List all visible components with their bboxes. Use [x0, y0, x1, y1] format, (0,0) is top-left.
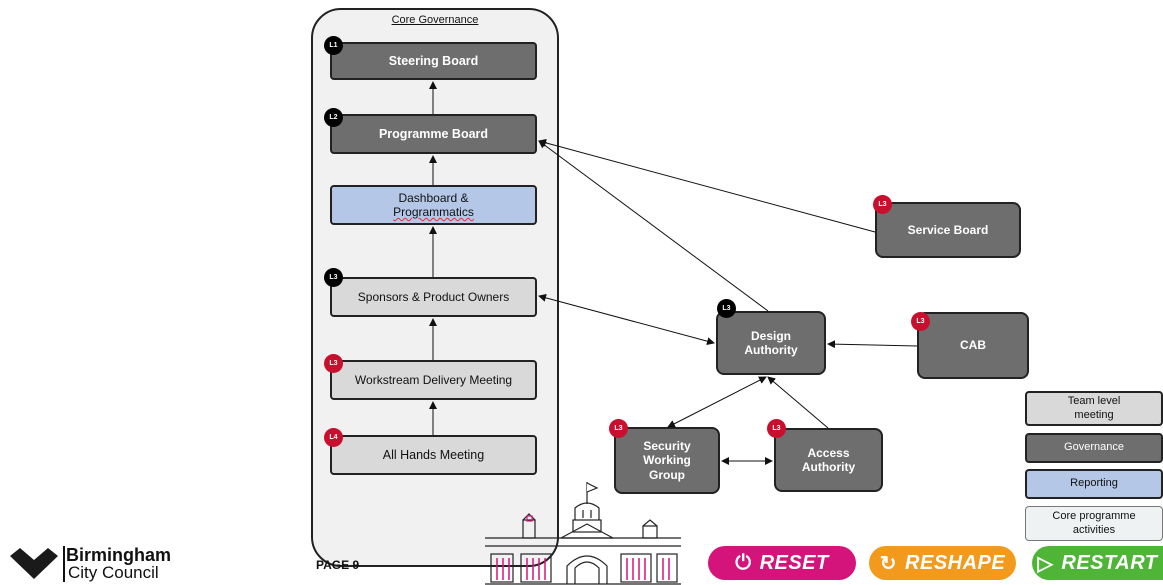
- legend-team-line2: meeting: [1074, 408, 1114, 421]
- legend-reporting: Reporting: [1025, 469, 1163, 499]
- arrow-cab-to-design: [827, 340, 918, 349]
- logo-divider: [63, 546, 65, 582]
- legend-team-line1: Team level: [1067, 395, 1121, 408]
- legend-core-line2: activities: [1072, 523, 1116, 536]
- steering-board-label: Steering Board: [388, 53, 479, 68]
- workstream-delivery-node: Workstream Delivery Meeting: [330, 360, 537, 400]
- steering-board-node: Steering Board: [330, 42, 537, 80]
- reset-button[interactable]: ⏻ RESET: [708, 546, 856, 580]
- arrow-service-to-programme: [538, 138, 876, 233]
- power-icon: ⏻: [735, 551, 752, 574]
- restart-button[interactable]: ▷ RESTART: [1032, 546, 1163, 580]
- design-authority-line1: Design: [750, 328, 791, 343]
- reshape-button-label: RESHAPE: [905, 551, 1006, 574]
- restart-button-label: RESTART: [1061, 551, 1158, 574]
- rotate-icon: ↻: [879, 552, 898, 575]
- legend-team-level: Team level meeting: [1025, 391, 1163, 426]
- sponsors-product-owners-node: Sponsors & Product Owners: [330, 277, 537, 317]
- service-board-label: Service Board: [907, 222, 989, 237]
- level-badge-programme-board: L2: [324, 108, 343, 127]
- reshape-button[interactable]: ↻ RESHAPE: [869, 546, 1016, 580]
- security-line2: Working: [643, 453, 691, 468]
- legend-governance-label: Governance: [1064, 441, 1124, 454]
- arrow-security-design: [667, 376, 767, 428]
- level-badge-security: L3: [609, 419, 628, 438]
- dashboard-programmatics-node: Dashboard & Programmatics: [330, 185, 537, 225]
- birmingham-heart-logo-icon: [10, 548, 58, 579]
- reset-button-label: RESET: [759, 551, 829, 574]
- programme-board-label: Programme Board: [378, 126, 489, 141]
- legend-governance: Governance: [1025, 433, 1163, 463]
- level-badge-service-board: L3: [873, 195, 892, 214]
- arrow-access-to-design: [767, 376, 829, 429]
- play-icon: ▷: [1037, 552, 1054, 575]
- logo-text-birmingham: Birmingham: [66, 545, 172, 565]
- legend-core-line1: Core programme: [1052, 510, 1136, 523]
- programme-board-node: Programme Board: [330, 114, 537, 154]
- logo-text-city-council: City Council: [68, 563, 159, 582]
- access-authority-line1: Access: [807, 445, 850, 460]
- level-badge-workstream: L3: [324, 354, 343, 373]
- all-hands-label: All Hands Meeting: [382, 447, 485, 462]
- all-hands-meeting-node: All Hands Meeting: [330, 435, 537, 475]
- dashboard-label-line2: Programmatics: [393, 205, 474, 219]
- arrow-design-to-programme: [538, 140, 769, 312]
- design-authority-line2: Authority: [744, 343, 798, 357]
- sponsors-label: Sponsors & Product Owners: [357, 289, 510, 304]
- level-badge-design-authority: L3: [717, 299, 736, 318]
- security-line1: Security: [643, 438, 691, 453]
- level-badge-access: L3: [767, 419, 786, 438]
- level-badge-steering-board: L1: [324, 36, 343, 55]
- level-badge-all-hands: L4: [324, 428, 343, 447]
- access-authority-line2: Authority: [801, 460, 856, 474]
- security-working-group-node: Security Working Group: [614, 427, 720, 494]
- page-number: PAGE 9: [316, 558, 360, 572]
- dashboard-label-line1: Dashboard &: [398, 190, 469, 205]
- council-house-illustration-icon: [485, 482, 681, 585]
- legend-reporting-label: Reporting: [1070, 477, 1118, 490]
- cab-node: CAB: [917, 312, 1029, 379]
- service-board-node: Service Board: [875, 202, 1021, 258]
- cab-label: CAB: [960, 338, 986, 353]
- level-badge-cab: L3: [911, 312, 930, 331]
- level-badge-sponsors: L3: [324, 268, 343, 287]
- arrow-sponsors-design: [538, 293, 715, 346]
- access-authority-node: Access Authority: [774, 428, 883, 492]
- design-authority-node: Design Authority: [716, 311, 826, 375]
- workstream-label: Workstream Delivery Meeting: [354, 372, 513, 387]
- core-governance-title: Core Governance: [391, 14, 479, 26]
- security-line3: Group: [649, 467, 685, 482]
